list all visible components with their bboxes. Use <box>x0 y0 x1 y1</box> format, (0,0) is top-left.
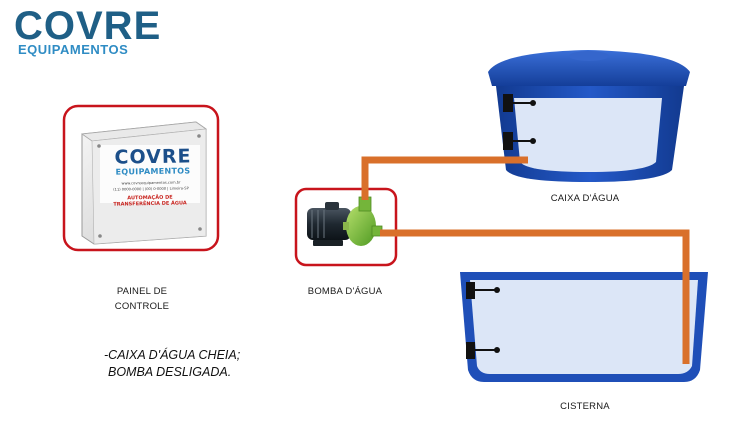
screw-icon <box>197 134 201 138</box>
pump-group <box>294 187 398 267</box>
tank-lid <box>488 50 690 86</box>
status-line-1: -CAIXA D'ÁGUA CHEIA; <box>104 348 241 362</box>
cistern <box>460 272 708 382</box>
screw-icon <box>97 144 101 148</box>
pump-head <box>346 206 376 246</box>
panel-label-line-1: PAINEL DE <box>116 286 168 297</box>
control-box-sticker <box>100 145 200 203</box>
logo-title: COVRE <box>14 4 162 48</box>
tank-sensor-lower-icon <box>503 132 536 150</box>
control-box-brand: COVRE <box>114 145 192 169</box>
panel-label: PAINEL DE CONTROLE <box>102 284 182 314</box>
status-line-2: BOMBA DESLIGADA. <box>108 365 232 379</box>
cistern-sensor-upper-icon <box>466 282 500 299</box>
cistern-water <box>470 280 698 374</box>
outlet-pipe <box>361 156 528 200</box>
tank-label: CAIXA D'ÁGUA <box>550 193 620 204</box>
cistern-label: CISTERNA <box>560 401 610 412</box>
logo-subtitle: EQUIPAMENTOS <box>18 42 129 57</box>
water-tank <box>488 50 690 182</box>
control-panel <box>62 104 220 252</box>
pump-label: BOMBA D'ÁGUA <box>307 286 383 297</box>
screw-icon <box>98 234 102 238</box>
panel-label-line-2: CONTROLE <box>114 301 170 312</box>
screw-icon <box>198 227 202 231</box>
control-box-brand-sub: EQUIPAMENTOS <box>115 166 191 177</box>
pump-highlight <box>294 187 398 267</box>
pipes <box>361 156 690 364</box>
control-panel-highlight <box>62 104 220 252</box>
status-text: -CAIXA D'ÁGUA CHEIA; BOMBA DESLIGADA. <box>104 347 240 381</box>
tank-sensor-upper-icon <box>503 94 536 112</box>
suction-pipe <box>380 229 690 364</box>
tank-water <box>514 98 662 172</box>
control-box-function: AUTOMAÇÃO DE TRANSFERÊNCIA DE ÁGUA <box>104 194 196 208</box>
cistern-sensor-lower-icon <box>466 342 500 359</box>
